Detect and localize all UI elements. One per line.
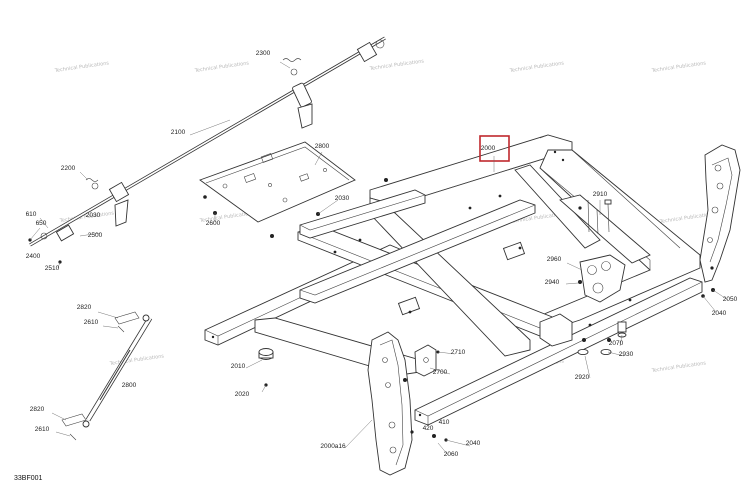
watermark: Technical Publications xyxy=(508,60,564,74)
watermark: Technical Publications xyxy=(368,58,424,72)
part-label-2920[interactable]: 2920 xyxy=(575,374,590,381)
part-label-2400[interactable]: 2400 xyxy=(26,253,41,260)
part-label-2600[interactable]: 2600 xyxy=(206,220,221,227)
skid-plate xyxy=(199,141,388,238)
part-label-2800[interactable]: 2800 xyxy=(122,382,137,389)
part-label-2050[interactable]: 2050 xyxy=(723,296,738,303)
part-label-2070[interactable]: 2070 xyxy=(609,340,624,347)
part-label-2000[interactable]: 2000 xyxy=(481,145,496,152)
part-label-2030[interactable]: 2030 xyxy=(335,195,350,202)
drawing-reference: 33BF001 xyxy=(14,475,43,482)
gas-strut xyxy=(61,311,153,441)
part-label-650[interactable]: 650 xyxy=(36,220,47,227)
part-label-610[interactable]: 610 xyxy=(26,211,37,218)
part-label-layer: 2300 2100 2800 2200 2030 2030 610 650 2500 2600 24… xyxy=(26,50,738,458)
rubber-bumper xyxy=(258,348,274,393)
part-label-2820[interactable]: 2820 xyxy=(77,304,92,311)
watermark: Technical Publications xyxy=(193,60,249,74)
part-label-2200[interactable]: 2200 xyxy=(61,165,76,172)
part-label-2610[interactable]: 2610 xyxy=(35,426,50,433)
part-label-2710[interactable]: 2710 xyxy=(451,349,466,356)
part-label-2040[interactable]: 2040 xyxy=(712,310,727,317)
part-label-2100[interactable]: 2100 xyxy=(171,129,186,136)
part-label-2910[interactable]: 2910 xyxy=(593,191,608,198)
part-label-2800[interactable]: 2800 xyxy=(315,143,330,150)
part-label-2000a16[interactable]: 2000a16 xyxy=(320,443,346,450)
main-frame xyxy=(204,134,703,426)
part-label-2820[interactable]: 2820 xyxy=(30,406,45,413)
rear-right-bracket xyxy=(699,144,741,313)
watermark: Technical Publications xyxy=(53,60,109,74)
steering-shaft xyxy=(28,36,386,269)
part-label-2060[interactable]: 2060 xyxy=(444,451,459,458)
part-label-2930[interactable]: 2930 xyxy=(619,351,634,358)
part-label-420[interactable]: 420 xyxy=(423,425,434,432)
watermark: Technical Publications xyxy=(650,360,706,374)
part-label-2010[interactable]: 2010 xyxy=(231,363,246,370)
part-label-2960[interactable]: 2960 xyxy=(547,256,562,263)
part-label-2940[interactable]: 2940 xyxy=(545,279,560,286)
part-label-410[interactable]: 410 xyxy=(439,419,450,426)
part-label-2500[interactable]: 2500 xyxy=(88,232,103,239)
engine-mount xyxy=(577,199,627,356)
watermark: Technical Publications xyxy=(108,353,164,367)
watermark: Technical Publications xyxy=(650,60,706,74)
part-label-2030[interactable]: 2030 xyxy=(86,212,101,219)
part-label-2040[interactable]: 2040 xyxy=(466,440,481,447)
part-label-2700[interactable]: 2700 xyxy=(433,369,448,376)
part-label-2020[interactable]: 2020 xyxy=(235,391,250,398)
part-label-2300[interactable]: 2300 xyxy=(256,50,271,57)
part-label-2610[interactable]: 2610 xyxy=(84,319,99,326)
part-label-2510[interactable]: 2510 xyxy=(45,265,60,272)
leader-lines xyxy=(39,61,625,449)
highlight-box-2000 xyxy=(479,135,510,162)
